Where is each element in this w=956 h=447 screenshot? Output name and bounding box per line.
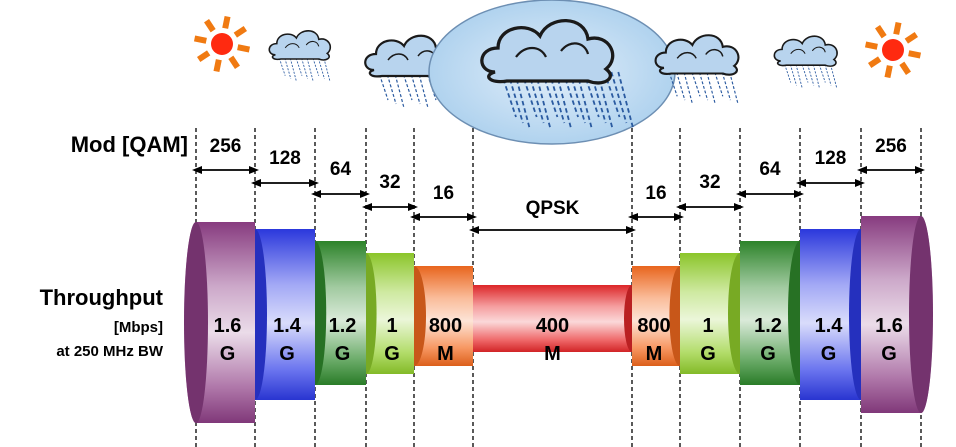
bandwidth-label: at 250 MHz BW	[56, 343, 164, 360]
modulation-label: 16	[645, 183, 666, 204]
throughput-unit: G	[279, 343, 295, 365]
throughput-unit: G	[220, 343, 236, 365]
modulation-label: QPSK	[526, 198, 580, 219]
modulation-label: 64	[330, 159, 352, 180]
throughput-unit: G	[384, 343, 400, 365]
throughput-unit: G	[700, 343, 716, 365]
modulation-label: 32	[379, 172, 400, 193]
throughput-rate: 1.2	[329, 315, 357, 337]
throughput-rate: 1.2	[754, 315, 782, 337]
small-rain-cloud-icon	[268, 30, 331, 82]
modulation-label: 64	[759, 159, 781, 180]
rain-cloud-icon	[654, 34, 740, 105]
throughput-rate: 400	[536, 315, 569, 337]
throughput-rate: 1.4	[815, 315, 844, 337]
modulation-label: 128	[269, 148, 301, 169]
throughput-label: Throughput	[40, 285, 164, 310]
modulation-row-label: Mod [QAM]	[71, 132, 188, 157]
throughput-rate: 1.4	[273, 315, 302, 337]
throughput-unit: M	[437, 343, 454, 365]
throughput-unit: G	[335, 343, 351, 365]
throughput-rate: 800	[429, 315, 462, 337]
modulation-label: 16	[433, 183, 454, 204]
throughput-rate: 1.6	[875, 315, 903, 337]
modulation-label: 256	[875, 136, 907, 157]
modulation-label: 32	[699, 172, 720, 193]
throughput-rate: 1	[386, 315, 397, 337]
throughput-rate: 1.6	[214, 315, 242, 337]
modulation-label: 128	[815, 148, 847, 169]
throughput-unit: G	[821, 343, 837, 365]
throughput-unit: G	[881, 343, 897, 365]
modulation-label: 256	[210, 136, 242, 157]
throughput-unit: M	[544, 343, 561, 365]
throughput-unit: G	[760, 343, 776, 365]
throughput-unit: M	[646, 343, 663, 365]
throughput-segment: 1.6G	[184, 222, 255, 423]
throughput-unit-label: [Mbps]	[114, 319, 163, 336]
throughput-rate: 1	[702, 315, 713, 337]
sun-icon	[193, 15, 251, 73]
storm-cloud-icon	[428, 0, 676, 145]
throughput-segment: 1.6G	[861, 216, 933, 413]
small-rain-cloud-icon	[773, 35, 838, 89]
throughput-rate: 800	[637, 315, 670, 337]
weather-icons	[193, 0, 922, 145]
sun-icon	[864, 21, 922, 79]
